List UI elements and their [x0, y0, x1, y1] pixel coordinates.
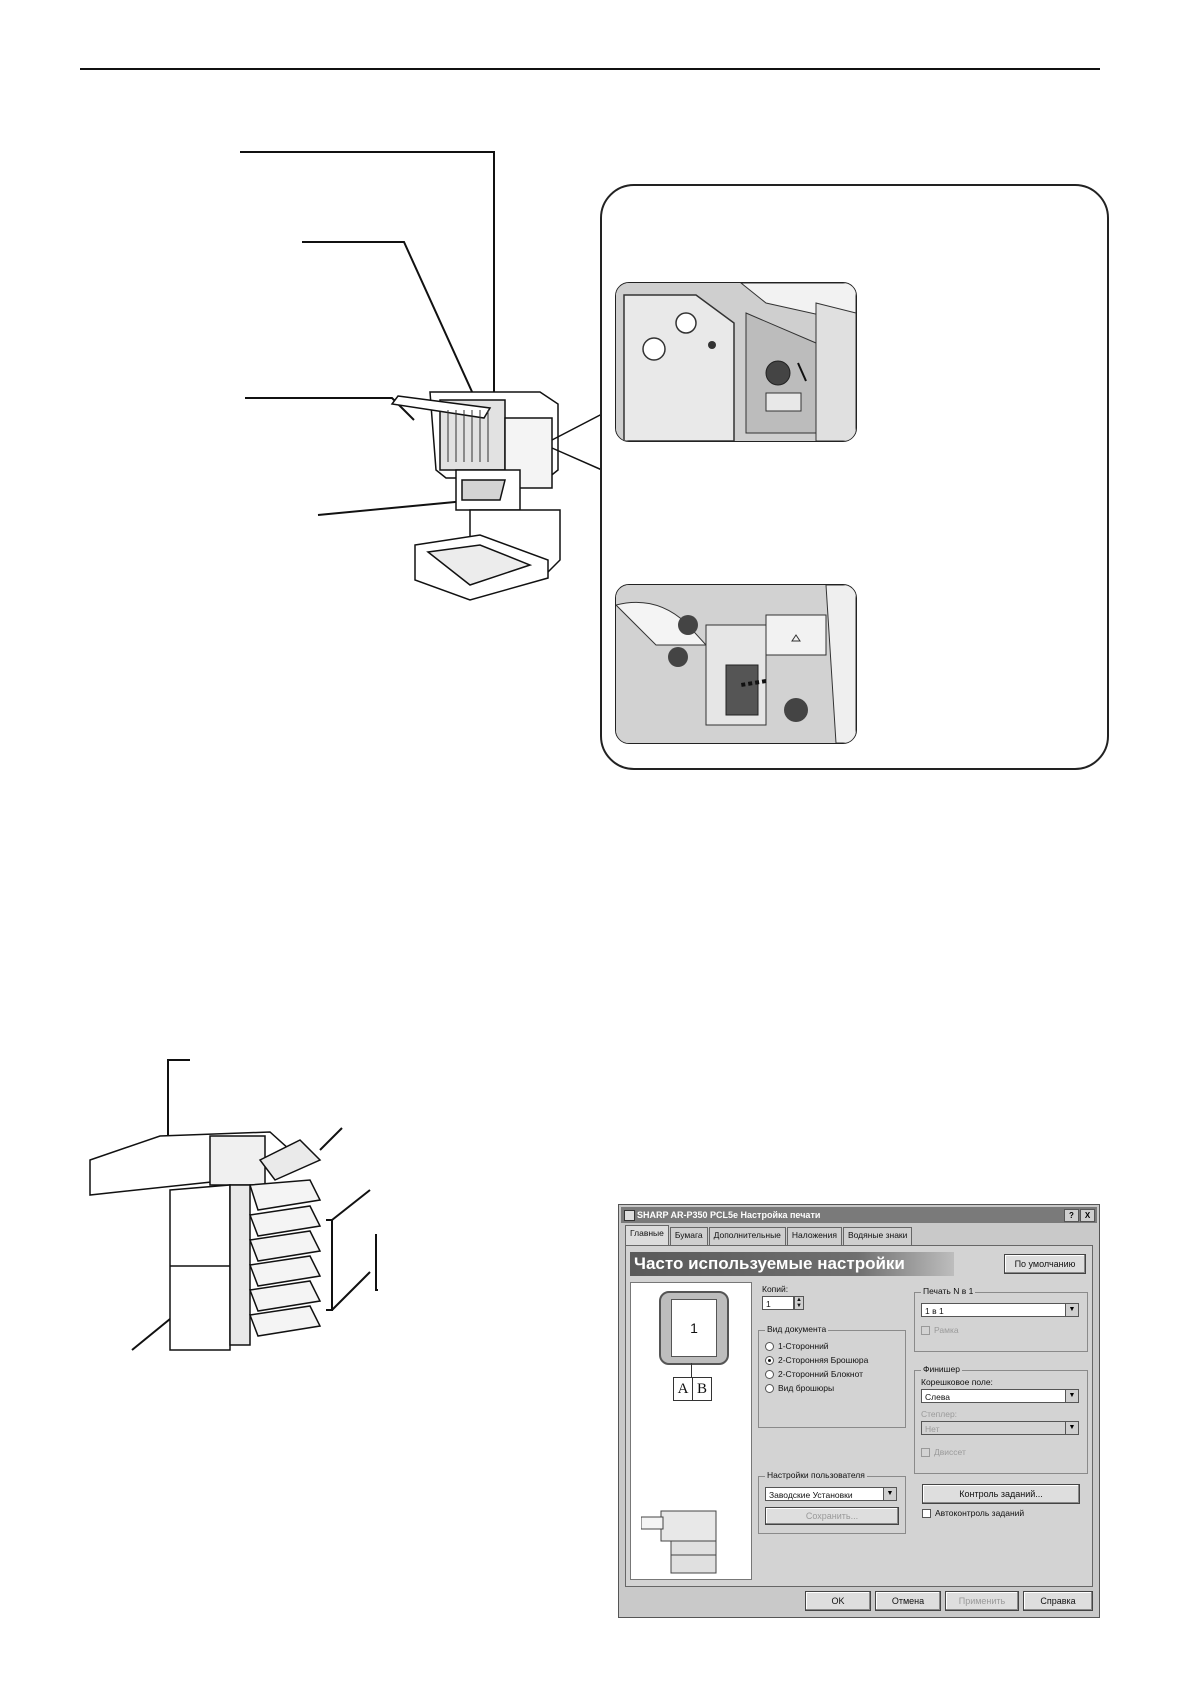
checkbox-box [922, 1508, 931, 1518]
n-up-value: 1 в 1 [925, 1306, 944, 1316]
user-settings-label: Настройки пользователя [765, 1470, 867, 1480]
binding-edge-label: Корешковое поле: [921, 1377, 993, 1387]
favorites-banner: Часто используемые настройки [630, 1252, 954, 1276]
offset-checkbox-label: Двиссет [934, 1447, 966, 1457]
mailbox-sorter-illustration [89, 1059, 378, 1351]
radio-dot [765, 1383, 774, 1393]
tab-overlays-label: Наложения [791, 1230, 837, 1240]
radio-booklet-view-label: Вид брошюры [778, 1383, 835, 1393]
stapler-value: Нет [925, 1424, 940, 1434]
border-checkbox[interactable]: Рамка [921, 1325, 959, 1335]
header-rule [80, 68, 1100, 70]
tab-watermarks[interactable]: Водяные знаки [842, 1227, 913, 1245]
binding-edge-select[interactable]: Слева ▼ [921, 1389, 1079, 1403]
dialog-tabs: Главные Бумага Дополнительные Наложения … [625, 1225, 913, 1245]
job-control-button[interactable]: Контроль заданий... [922, 1484, 1080, 1504]
chevron-down-icon: ▼ [1065, 1304, 1078, 1316]
tab-overlays[interactable]: Наложения [786, 1227, 842, 1245]
booklet-page-left: A [673, 1377, 693, 1401]
chevron-down-icon: ▼ [1065, 1422, 1078, 1434]
preview-pane: 1 A B [630, 1282, 752, 1580]
chevron-down-icon: ▼ [1065, 1390, 1078, 1402]
printer-preview-icon [641, 1510, 717, 1574]
copies-label: Копий: [762, 1284, 789, 1294]
binding-edge-value: Слева [925, 1392, 950, 1402]
checkbox-box [921, 1447, 930, 1457]
help-title-button[interactable]: ? [1064, 1209, 1079, 1222]
auto-job-control-label: Автоконтроль заданий [935, 1508, 1025, 1518]
document-type-label: Вид документа [765, 1324, 829, 1334]
offset-checkbox[interactable]: Двиссет [921, 1447, 966, 1457]
page-preview-frame: 1 [659, 1291, 729, 1365]
radio-two-sided-tablet-label: 2-Сторонний Блокнот [778, 1369, 864, 1379]
close-title-button[interactable]: X [1080, 1209, 1095, 1222]
border-checkbox-label: Рамка [934, 1325, 959, 1335]
save-settings-button[interactable]: Сохранить... [765, 1507, 899, 1525]
dialog-title: SHARP AR-P350 PCL5e Настройка печати [637, 1210, 821, 1220]
tab-main-label: Главные [630, 1228, 664, 1238]
main-tab-panel: Часто используемые настройки По умолчани… [625, 1245, 1093, 1587]
finisher-label: Финишер [921, 1364, 962, 1374]
checkbox-box [921, 1325, 930, 1335]
radio-dot [765, 1369, 774, 1379]
stapler-select[interactable]: Нет ▼ [921, 1421, 1079, 1435]
copies-input[interactable]: 1 [762, 1296, 794, 1310]
radio-one-sided[interactable]: 1-Сторонний [765, 1341, 829, 1351]
tab-paper[interactable]: Бумага [669, 1227, 708, 1245]
stapler-label: Степлер: [921, 1409, 958, 1419]
radio-two-sided-booklet-label: 2-Сторонняя Брошюра [778, 1355, 869, 1365]
radio-dot-selected [765, 1355, 774, 1365]
cancel-button[interactable]: Отмена [875, 1591, 941, 1611]
dialog-titlebar: SHARP AR-P350 PCL5e Настройка печати ? X [621, 1207, 1097, 1223]
staple-cartridge-photo-lower [615, 584, 857, 744]
n-up-select[interactable]: 1 в 1 ▼ [921, 1303, 1079, 1317]
radio-two-sided-booklet[interactable]: 2-Сторонняя Брошюра [765, 1355, 868, 1365]
help-button[interactable]: Справка [1023, 1591, 1093, 1611]
chevron-down-icon: ▼ [883, 1488, 896, 1500]
ok-button[interactable]: OK [805, 1591, 871, 1611]
tab-paper-label: Бумага [674, 1230, 703, 1240]
print-settings-dialog: SHARP AR-P350 PCL5e Настройка печати ? X… [618, 1204, 1100, 1618]
defaults-button[interactable]: По умолчанию [1004, 1254, 1086, 1274]
n-up-label: Печать N в 1 [921, 1286, 976, 1296]
user-settings-value: Заводские Установки [769, 1490, 853, 1500]
radio-two-sided-tablet[interactable]: 2-Сторонний Блокнот [765, 1369, 863, 1379]
document-type-group: Вид документа 1-Сторонний 2-Сторонняя Бр… [758, 1324, 906, 1428]
copies-spinner[interactable]: ▲▼ [794, 1296, 804, 1310]
printer-icon [624, 1210, 635, 1221]
auto-job-control-checkbox[interactable]: Автоконтроль заданий [922, 1508, 1024, 1518]
tab-advanced-label: Дополнительные [713, 1230, 781, 1240]
staple-cartridge-photo-upper [615, 282, 857, 442]
finisher-illustration [240, 151, 600, 601]
user-settings-group: Настройки пользователя Заводские Установ… [758, 1470, 906, 1534]
radio-one-sided-label: 1-Сторонний [778, 1341, 829, 1351]
tab-main[interactable]: Главные [625, 1225, 669, 1245]
finisher-group: Финишер Корешковое поле: Слева ▼ Степлер:… [914, 1364, 1088, 1474]
booklet-page-right: B [692, 1377, 712, 1401]
radio-booklet-view[interactable]: Вид брошюры [765, 1383, 834, 1393]
preview-connector [691, 1363, 692, 1377]
apply-button[interactable]: Применить [945, 1591, 1019, 1611]
tab-watermarks-label: Водяные знаки [847, 1230, 908, 1240]
tab-advanced[interactable]: Дополнительные [708, 1227, 786, 1245]
page-preview-number: 1 [671, 1299, 717, 1357]
user-settings-select[interactable]: Заводские Установки ▼ [765, 1487, 897, 1501]
n-up-group: Печать N в 1 1 в 1 ▼ Рамка [914, 1286, 1088, 1352]
radio-dot [765, 1341, 774, 1351]
